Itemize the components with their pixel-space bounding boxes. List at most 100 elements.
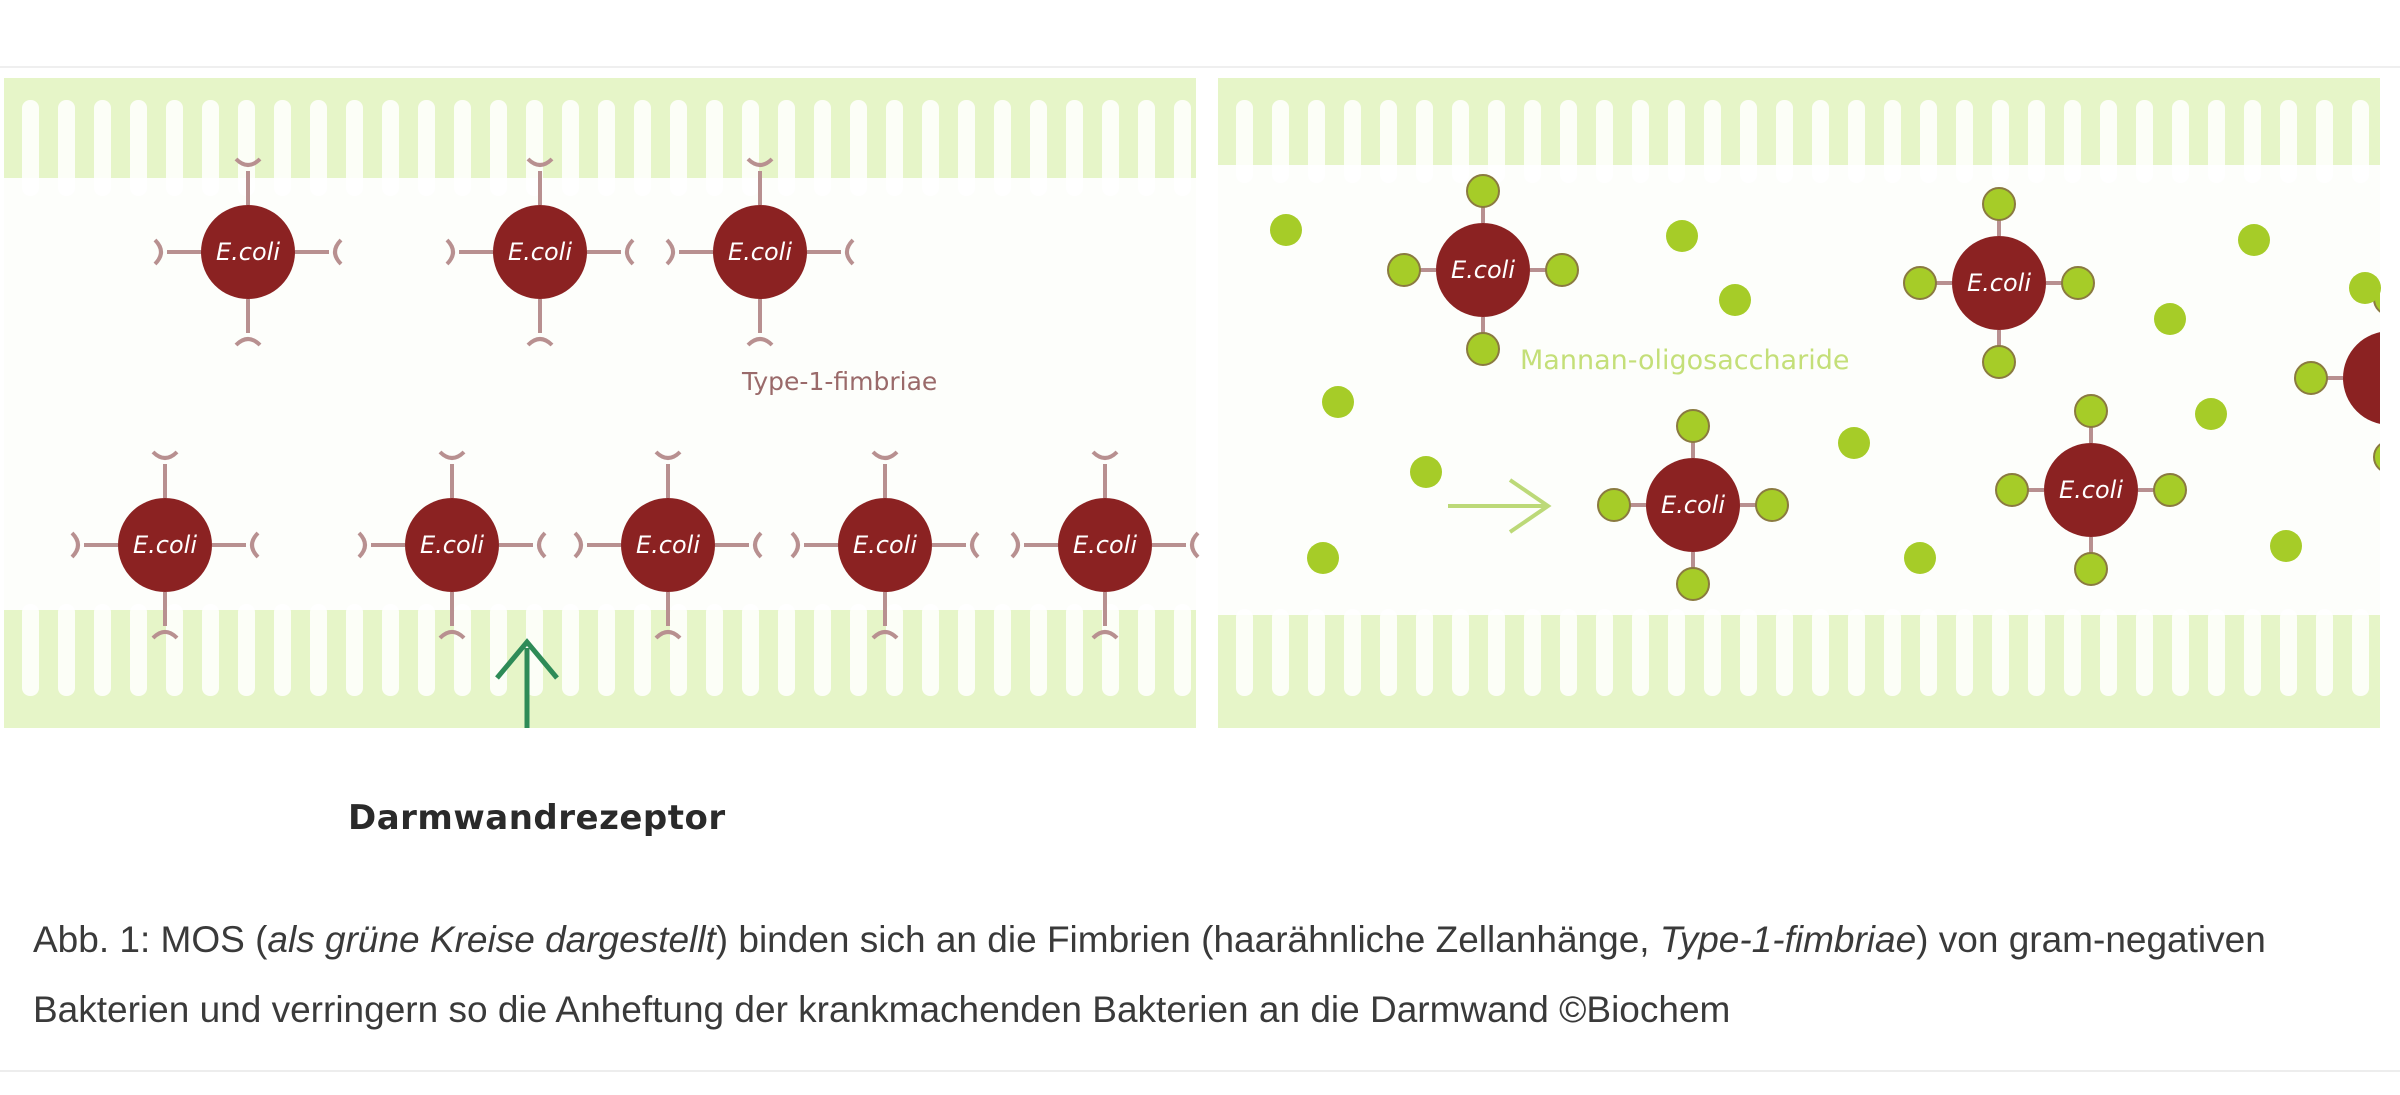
ecoli-bacterium: E.coli [445, 157, 635, 347]
mos-bound-particle [1466, 174, 1500, 208]
villus-gap [130, 100, 147, 196]
villus-gap [310, 100, 327, 196]
villus-gap [166, 604, 183, 696]
villus-gap [1992, 100, 2009, 183]
villus-gap [2208, 100, 2225, 183]
villus-gap [1596, 100, 1613, 183]
ecoli-bacterium-icon [1058, 498, 1152, 592]
mos-particle-icon [1719, 284, 1751, 316]
villus-gap [2208, 609, 2225, 696]
ecoli-bacterium-icon [838, 498, 932, 592]
villus-gap [1138, 100, 1155, 196]
villus-gap [850, 604, 867, 696]
villus-gap [886, 604, 903, 696]
fimbriae-cup [573, 531, 583, 559]
ecoli-label: E.coli [728, 238, 792, 266]
villus-gap [238, 604, 255, 696]
villus-gap [634, 604, 651, 696]
villus-gap [1776, 609, 1793, 696]
villus-gap [1102, 100, 1119, 196]
villus-gap [562, 100, 579, 196]
villus-gap [1740, 609, 1757, 696]
caption-suffix: ) von gram-negativen Bakterien und verri… [33, 919, 2266, 1030]
top-divider [0, 66, 2400, 68]
mos-particle-icon [2195, 398, 2227, 430]
ecoli-bacterium: E.coli [357, 450, 547, 640]
bottom-divider [0, 1070, 2400, 1072]
villus-gap [1812, 609, 1829, 696]
villus-gap [58, 604, 75, 696]
villus-gap [2352, 100, 2369, 183]
fimbriae-cup [1190, 531, 1200, 559]
fimbriae-label: Type-1-fimbriae [741, 367, 937, 396]
villus-gap [958, 100, 975, 196]
fimbriae-cup [151, 450, 179, 460]
villus-gap [634, 100, 651, 196]
villus-gap [706, 604, 723, 696]
caption-middle: ) binden sich an die Fimbrien (haarähnli… [715, 919, 1660, 960]
villus-gap [202, 100, 219, 196]
villus-gap [454, 604, 471, 696]
villus-gap [1704, 609, 1721, 696]
fimbriae-cup [1091, 630, 1119, 640]
mos-bound-particle [1995, 473, 2029, 507]
villus-gap [2172, 100, 2189, 183]
fimbriae-cup [438, 450, 466, 460]
caption-italic-mos: als grüne Kreise dargestellt [267, 919, 716, 960]
fimbriae-cup [970, 531, 980, 559]
ecoli-label: E.coli [508, 238, 572, 266]
villus-gap [22, 604, 39, 696]
villus-gap [598, 100, 615, 196]
villus-gap [310, 604, 327, 696]
fimbriae-cup [438, 630, 466, 640]
mos-particle-icon [1307, 542, 1339, 574]
fimbriae-cup [234, 157, 262, 167]
mos-bound-particle [2061, 266, 2095, 300]
villus-gap [2316, 100, 2333, 183]
fimbriae-cup [665, 238, 675, 266]
villus-gap [1308, 609, 1325, 696]
mos-bound-particle [2074, 552, 2108, 586]
villus-gap [1848, 100, 1865, 183]
villus-gap [1066, 604, 1083, 696]
villus-gap [2280, 609, 2297, 696]
villus-gap [1030, 100, 1047, 196]
villus-gap [1884, 100, 1901, 183]
villus-gap [1416, 609, 1433, 696]
villus-gap [1066, 100, 1083, 196]
villus-gap [670, 604, 687, 696]
villus-gap [598, 604, 615, 696]
villus-gap [1740, 100, 1757, 183]
villus-gap [1452, 609, 1469, 696]
villus-gap [1416, 100, 1433, 183]
villus-gap [1920, 100, 1937, 183]
villus-gap [562, 604, 579, 696]
mos-particle-icon [1410, 456, 1442, 488]
caption-prefix: Abb. 1: MOS ( [33, 919, 268, 960]
villus-gap [1560, 100, 1577, 183]
ecoli-bacterium-icon [2044, 443, 2138, 537]
villus-gap [2244, 609, 2261, 696]
fimbriae-cup [250, 531, 260, 559]
villus-gap [2028, 609, 2045, 696]
villus-gap [1632, 100, 1649, 183]
villus-gap [22, 100, 39, 196]
villus-gap [346, 100, 363, 196]
mos-bound-particle [1982, 187, 2016, 221]
villus-gap [58, 100, 75, 196]
villus-gap [130, 604, 147, 696]
mos-particle-icon [1904, 542, 1936, 574]
mos-bound-particle [2074, 394, 2108, 428]
villus-gap [814, 604, 831, 696]
fimbriae-cup [845, 238, 855, 266]
mos-bound-particle [1676, 567, 1710, 601]
villus-gap [2136, 609, 2153, 696]
villus-gap [2100, 609, 2117, 696]
fimbriae-cup [70, 531, 80, 559]
villus-gap [1488, 609, 1505, 696]
mos-bound-particle [1903, 266, 1937, 300]
ecoli-bacterium: E.coli [70, 450, 260, 640]
ecoli-bacterium-icon [621, 498, 715, 592]
villus-gap [706, 100, 723, 196]
